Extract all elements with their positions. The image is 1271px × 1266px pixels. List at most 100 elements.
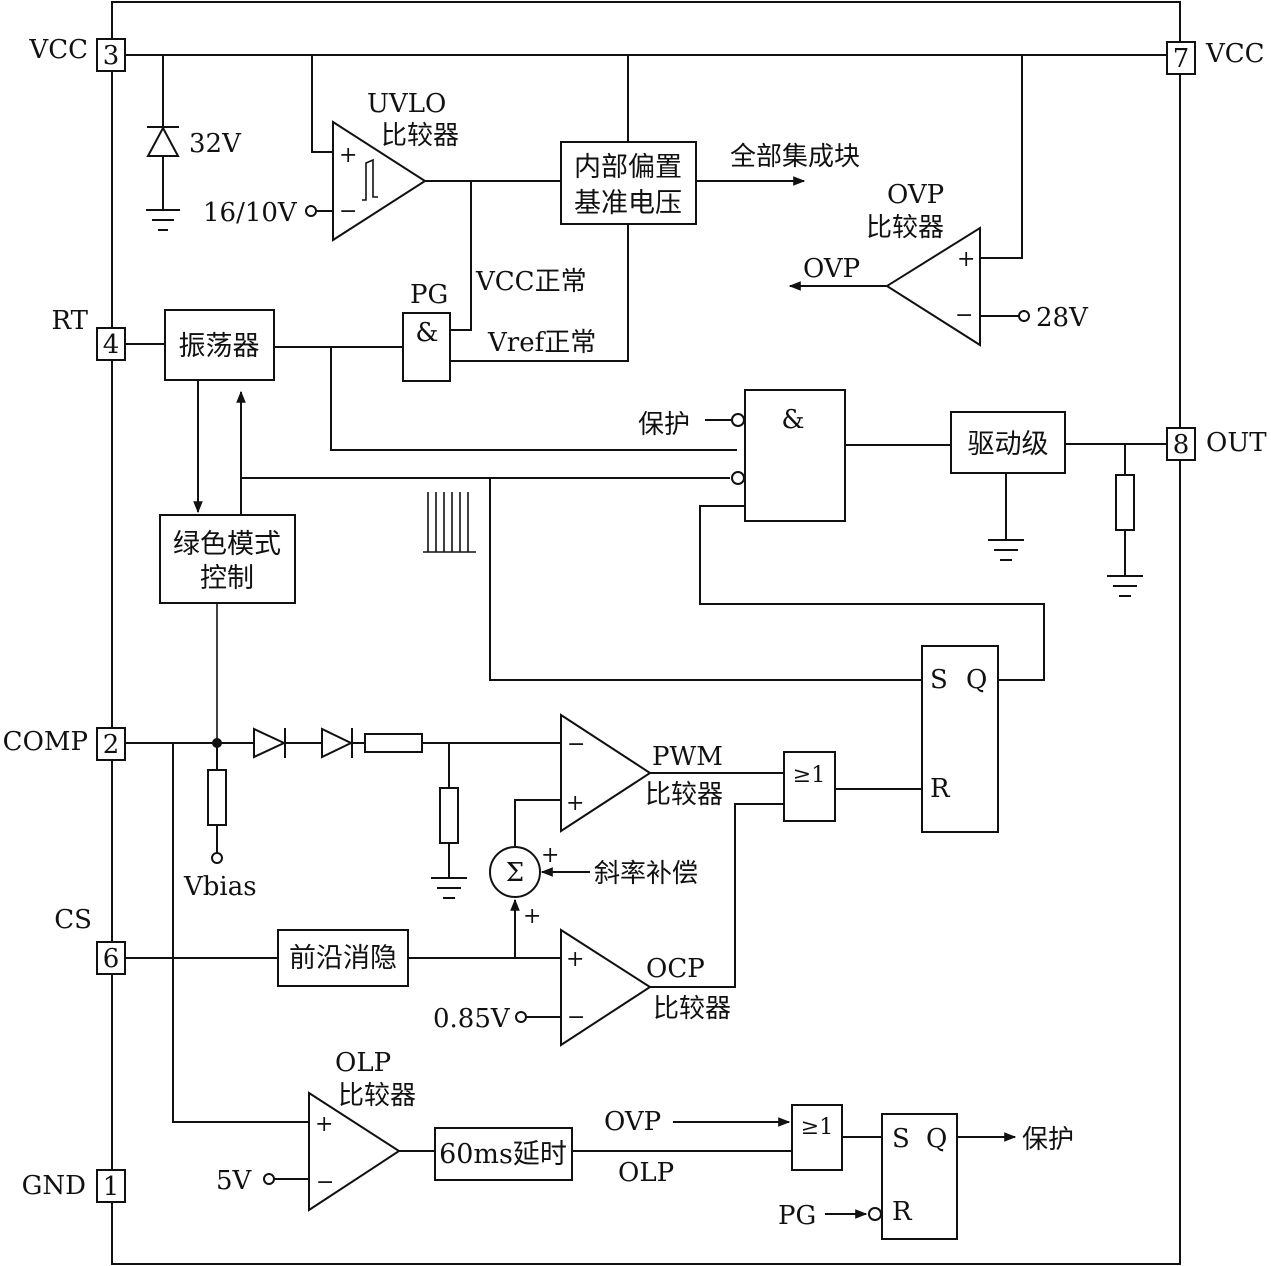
- sigma-summer: Σ + + 斜率补偿: [489, 843, 698, 929]
- comp-to-olp-wire: [172, 743, 309, 1123]
- pin-gnd-number: 1: [103, 1172, 120, 1202]
- bias-line2: 基准电压: [574, 188, 682, 219]
- green-mode-line2: 控制: [200, 563, 254, 594]
- pin-vcc-left-label: VCC: [28, 35, 88, 65]
- delay-block: 60ms延时: [434, 1127, 573, 1181]
- ovp-comparator: + − OVP 比较器 28V OVP: [788, 55, 1089, 347]
- svg-text:+: +: [957, 247, 975, 272]
- svg-text:−: −: [567, 1005, 585, 1030]
- sr2-q-label: Q: [926, 1124, 947, 1154]
- uvlo-title: UVLO: [367, 89, 446, 119]
- pin-rt-number: 4: [103, 330, 120, 360]
- output-and-gate: & 保护: [638, 389, 846, 522]
- series-resistor: [364, 733, 423, 753]
- vbias-label: Vbias: [183, 872, 257, 902]
- sr2-r-label: R: [892, 1197, 913, 1227]
- shunt-resistor: [431, 743, 467, 899]
- zener-voltage-label: 32V: [189, 129, 242, 159]
- sr1-q-label: Q: [966, 665, 987, 695]
- sr2-s-label: S: [892, 1124, 910, 1154]
- protect-input-label: 保护: [638, 410, 690, 440]
- svg-text:+: +: [566, 947, 584, 972]
- ovp-subtitle: 比较器: [866, 213, 944, 243]
- pg-and-gate: & PG: [402, 280, 451, 382]
- clock-to-sr1-s-wire: [489, 478, 922, 681]
- olp-subtitle: 比较器: [338, 1081, 416, 1111]
- clock-pulse-symbol: [423, 492, 476, 553]
- sigma-to-pwm-wire: [514, 799, 561, 846]
- pin-gnd: 1 GND: [22, 1169, 126, 1203]
- sr1-s-label: S: [930, 665, 948, 695]
- chip-outline: [111, 1, 1181, 1265]
- output-pulldown-resistor: [1107, 444, 1143, 597]
- ocp-subtitle: 比较器: [653, 994, 731, 1024]
- green-mode-line1: 绿色模式: [173, 529, 281, 560]
- pwm-comparator: − + PWM 比较器: [560, 713, 784, 833]
- pin-cs: 6 CS: [54, 905, 126, 975]
- pin-comp-label: COMP: [3, 727, 88, 757]
- and-gate-symbol: &: [781, 405, 804, 435]
- pin-rt: 4 RT: [52, 306, 126, 361]
- vcc-ok-label: VCC正常: [475, 267, 587, 297]
- or1-symbol: ≥1: [793, 763, 825, 788]
- pg-gate-symbol: &: [415, 318, 438, 348]
- pwm-title: PWM: [652, 742, 723, 772]
- sr1-r-label: R: [930, 774, 951, 804]
- olp-title: OLP: [335, 1048, 391, 1078]
- svg-text:−: −: [339, 199, 357, 224]
- pwm-subtitle: 比较器: [645, 780, 723, 810]
- osc-to-and-wire: [330, 347, 737, 451]
- or-gate-2: ≥1: [791, 1104, 882, 1171]
- bias-line1: 内部偏置: [574, 152, 682, 183]
- sr2-pg-input-label: PG: [778, 1201, 816, 1231]
- svg-text:−: −: [955, 303, 973, 328]
- pin-vcc-left: 3 VCC: [28, 35, 126, 72]
- uvlo-subtitle: 比较器: [381, 121, 459, 151]
- delay-label: 60ms延时: [439, 1139, 567, 1170]
- ocp-output-wire: [650, 803, 784, 988]
- ocp-title: OCP: [646, 954, 705, 984]
- pin-out-number: 8: [1173, 430, 1190, 460]
- svg-text:−: −: [316, 1170, 334, 1195]
- pin-gnd-label: GND: [22, 1171, 86, 1201]
- sigma-symbol: Σ: [506, 858, 524, 888]
- svg-text:−: −: [567, 732, 585, 757]
- diode-1: [253, 727, 287, 759]
- internal-bias-block: 内部偏置 基准电压 全部集成块: [560, 55, 860, 225]
- pin-vcc-right-number: 7: [1173, 44, 1190, 74]
- driver-label: 驱动级: [968, 429, 1049, 460]
- oscillator-block: 振荡器: [125, 309, 275, 381]
- or2-symbol: ≥1: [801, 1115, 833, 1140]
- olp-reference-label: 5V: [216, 1166, 253, 1196]
- diode-2: [321, 727, 354, 759]
- ovp-output-label: OVP: [803, 254, 860, 284]
- sr2-output-label: 保护: [1022, 1125, 1074, 1155]
- pin-cs-number: 6: [103, 944, 120, 974]
- leb-block: 前沿消隐: [277, 929, 409, 987]
- pin-out: 8 OUT: [1166, 427, 1267, 461]
- slope-compensation-label: 斜率补偿: [594, 859, 698, 889]
- svg-text:+: +: [315, 1112, 333, 1137]
- vref-ok-wire: [450, 224, 629, 362]
- sr1-q-feedback-wire: [699, 505, 1045, 681]
- pin-vcc-right-label: VCC: [1205, 39, 1265, 69]
- bias-output-label: 全部集成块: [730, 142, 860, 172]
- sr-latch-2: S Q R PG 保护: [778, 1113, 1074, 1240]
- uvlo-comparator: + − UVLO 比较器 16/10V: [203, 55, 459, 242]
- oscillator-label: 振荡器: [179, 331, 260, 362]
- svg-text:+: +: [339, 143, 357, 168]
- leb-label: 前沿消隐: [289, 943, 397, 974]
- pin-out-label: OUT: [1206, 428, 1267, 458]
- ovp-title: OVP: [887, 180, 944, 210]
- ocp-reference-label: 0.85V: [433, 1004, 511, 1034]
- pin-rt-label: RT: [52, 306, 89, 336]
- uvlo-reference-label: 16/10V: [203, 198, 298, 228]
- pin-vcc-left-number: 3: [103, 41, 120, 71]
- vref-ok-label: Vref正常: [487, 328, 596, 358]
- svg-text:+: +: [566, 791, 584, 816]
- pin-vcc-right: 7 VCC: [1166, 39, 1265, 75]
- green-mode-block: 绿色模式 控制: [159, 514, 296, 604]
- vbias-resistor: Vbias: [183, 743, 257, 902]
- pin-comp: 2 COMP: [3, 727, 126, 761]
